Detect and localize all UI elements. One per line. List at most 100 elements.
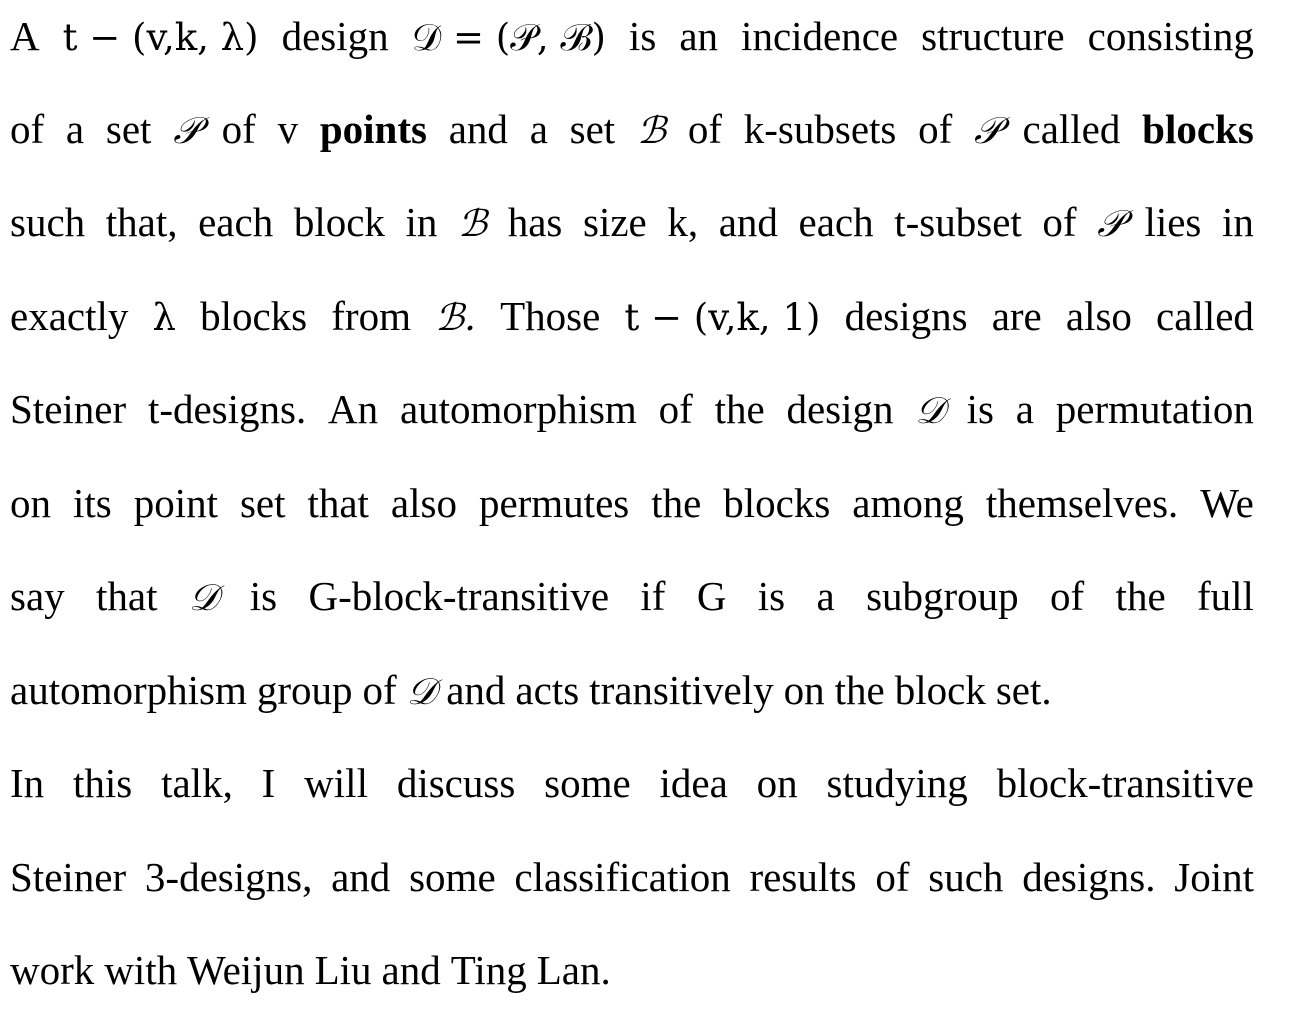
word: studying [826,760,968,806]
word: I [261,760,276,806]
word: will [304,760,368,806]
word: the [1115,573,1166,619]
word: work [10,947,95,993]
word: We [1200,480,1254,526]
word: set. [995,667,1052,713]
word: in [1222,199,1254,245]
word: classification [514,854,731,900]
word: blocks [723,480,831,526]
word: blocks [200,293,308,339]
word: and [331,854,391,900]
word: An [328,386,379,432]
word: of [221,106,256,152]
word: a [816,573,835,619]
math-term: t − (v,k, λ) [62,16,259,59]
word: this [73,760,133,806]
word: the [651,480,702,526]
word: set [239,480,286,526]
word: a [65,106,85,152]
word: block-transitive [996,760,1254,806]
word: automorphism [10,667,247,713]
word: of [687,106,722,152]
word: its [72,480,112,526]
word: such [10,199,86,245]
word: each [798,199,874,245]
word: in [405,199,438,245]
word: Lan. [536,947,611,993]
word: full [1197,573,1254,619]
word: k, [667,199,699,245]
word: Joint [1174,854,1254,900]
word: the [714,386,765,432]
word: say [10,573,65,619]
math-term: ℬ [636,109,667,152]
word: Steiner [10,854,127,900]
bold-term: blocks [1142,106,1254,152]
word: on [783,667,825,713]
word: and [448,106,508,152]
math-term: 𝒟 [188,576,219,619]
word: is [628,13,657,59]
word: transitively [589,667,774,713]
word: some [544,760,631,806]
word: called [1156,293,1254,339]
math-term: 𝒟 = (𝒫, ℬ) [411,16,606,59]
word: incidence [741,13,899,59]
math-term: λ [152,296,176,339]
word: is [966,386,994,432]
word: t-subset [894,199,1022,245]
word: t-designs. [147,386,307,432]
math-term: 𝒫 [974,109,1001,152]
word: subgroup [866,573,1019,619]
bold-term: points [319,106,427,152]
word: is [757,573,786,619]
word: G [696,573,727,619]
word: of [1050,573,1085,619]
word: point [133,480,218,526]
word: a [1015,386,1034,432]
word: the [834,667,885,713]
word: called [1022,106,1121,152]
word: set [569,106,616,152]
word: are [991,293,1042,339]
math-term: 𝒟 [406,670,437,713]
word: A [10,13,40,59]
word: In [10,760,45,806]
word: among [852,480,964,526]
word: structure [921,13,1065,59]
word: some [409,854,496,900]
word: from [331,293,411,339]
word: results [749,854,857,900]
word: Those [500,293,601,339]
word: on [756,760,798,806]
word: such [928,854,1004,900]
word: Weijun [187,947,305,993]
word: permutes [478,480,630,526]
word: a [529,106,548,152]
word: has [507,199,563,245]
math-term: 𝒫 [173,109,200,152]
word: and [381,947,441,993]
word: that [307,480,369,526]
word: acts [515,667,580,713]
word: block [894,667,986,713]
word: and [446,667,506,713]
word: that, [105,199,178,245]
word: v [277,106,299,152]
word: Liu [314,947,372,993]
word: exactly [10,293,129,339]
word: idea [659,760,728,806]
word: each [198,199,274,245]
word: designs [844,293,968,339]
word: of [918,106,953,152]
word: Ting [450,947,527,993]
